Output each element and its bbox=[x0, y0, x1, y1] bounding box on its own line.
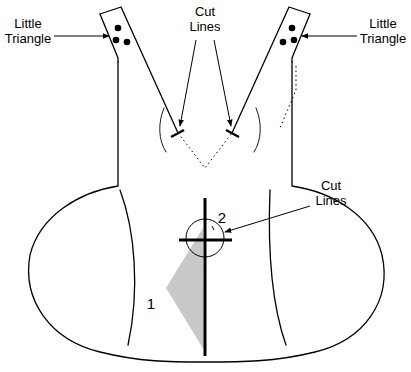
triangle-dot bbox=[113, 37, 120, 44]
leader-line bbox=[54, 36, 109, 37]
leader-line bbox=[225, 206, 310, 232]
right-inner-curve bbox=[254, 108, 260, 152]
triangle-dot bbox=[289, 25, 296, 32]
left-leg-line bbox=[120, 190, 135, 345]
cut-tick bbox=[226, 130, 239, 137]
dotted-line bbox=[280, 66, 296, 128]
vertical-cut bbox=[204, 198, 207, 356]
callout-number: 1 bbox=[144, 296, 158, 311]
callout-number: 2 bbox=[215, 210, 229, 225]
part-label: Cut Lines bbox=[180, 4, 230, 34]
triangle-dot bbox=[291, 37, 298, 44]
leader-line bbox=[180, 40, 196, 126]
part-label: Cut Lines bbox=[306, 178, 356, 208]
part-label: Little Triangle bbox=[2, 16, 54, 46]
tiny-mark bbox=[212, 226, 214, 230]
right-leg-line bbox=[269, 190, 286, 345]
triangle-dot bbox=[124, 39, 131, 46]
leader-line bbox=[302, 36, 357, 37]
shaded-region bbox=[166, 228, 204, 350]
horizontal-cut bbox=[179, 239, 232, 242]
left-inner-curve bbox=[160, 108, 166, 152]
left-flap bbox=[100, 7, 178, 133]
right-flap bbox=[232, 7, 310, 133]
part-label: Little Triangle bbox=[357, 16, 409, 46]
triangle-dot bbox=[115, 25, 122, 32]
triangle-dot bbox=[280, 39, 287, 46]
dotted-cut bbox=[178, 133, 232, 168]
cut-tick bbox=[171, 130, 184, 137]
leader-line bbox=[214, 40, 231, 126]
body-outline bbox=[29, 62, 384, 362]
